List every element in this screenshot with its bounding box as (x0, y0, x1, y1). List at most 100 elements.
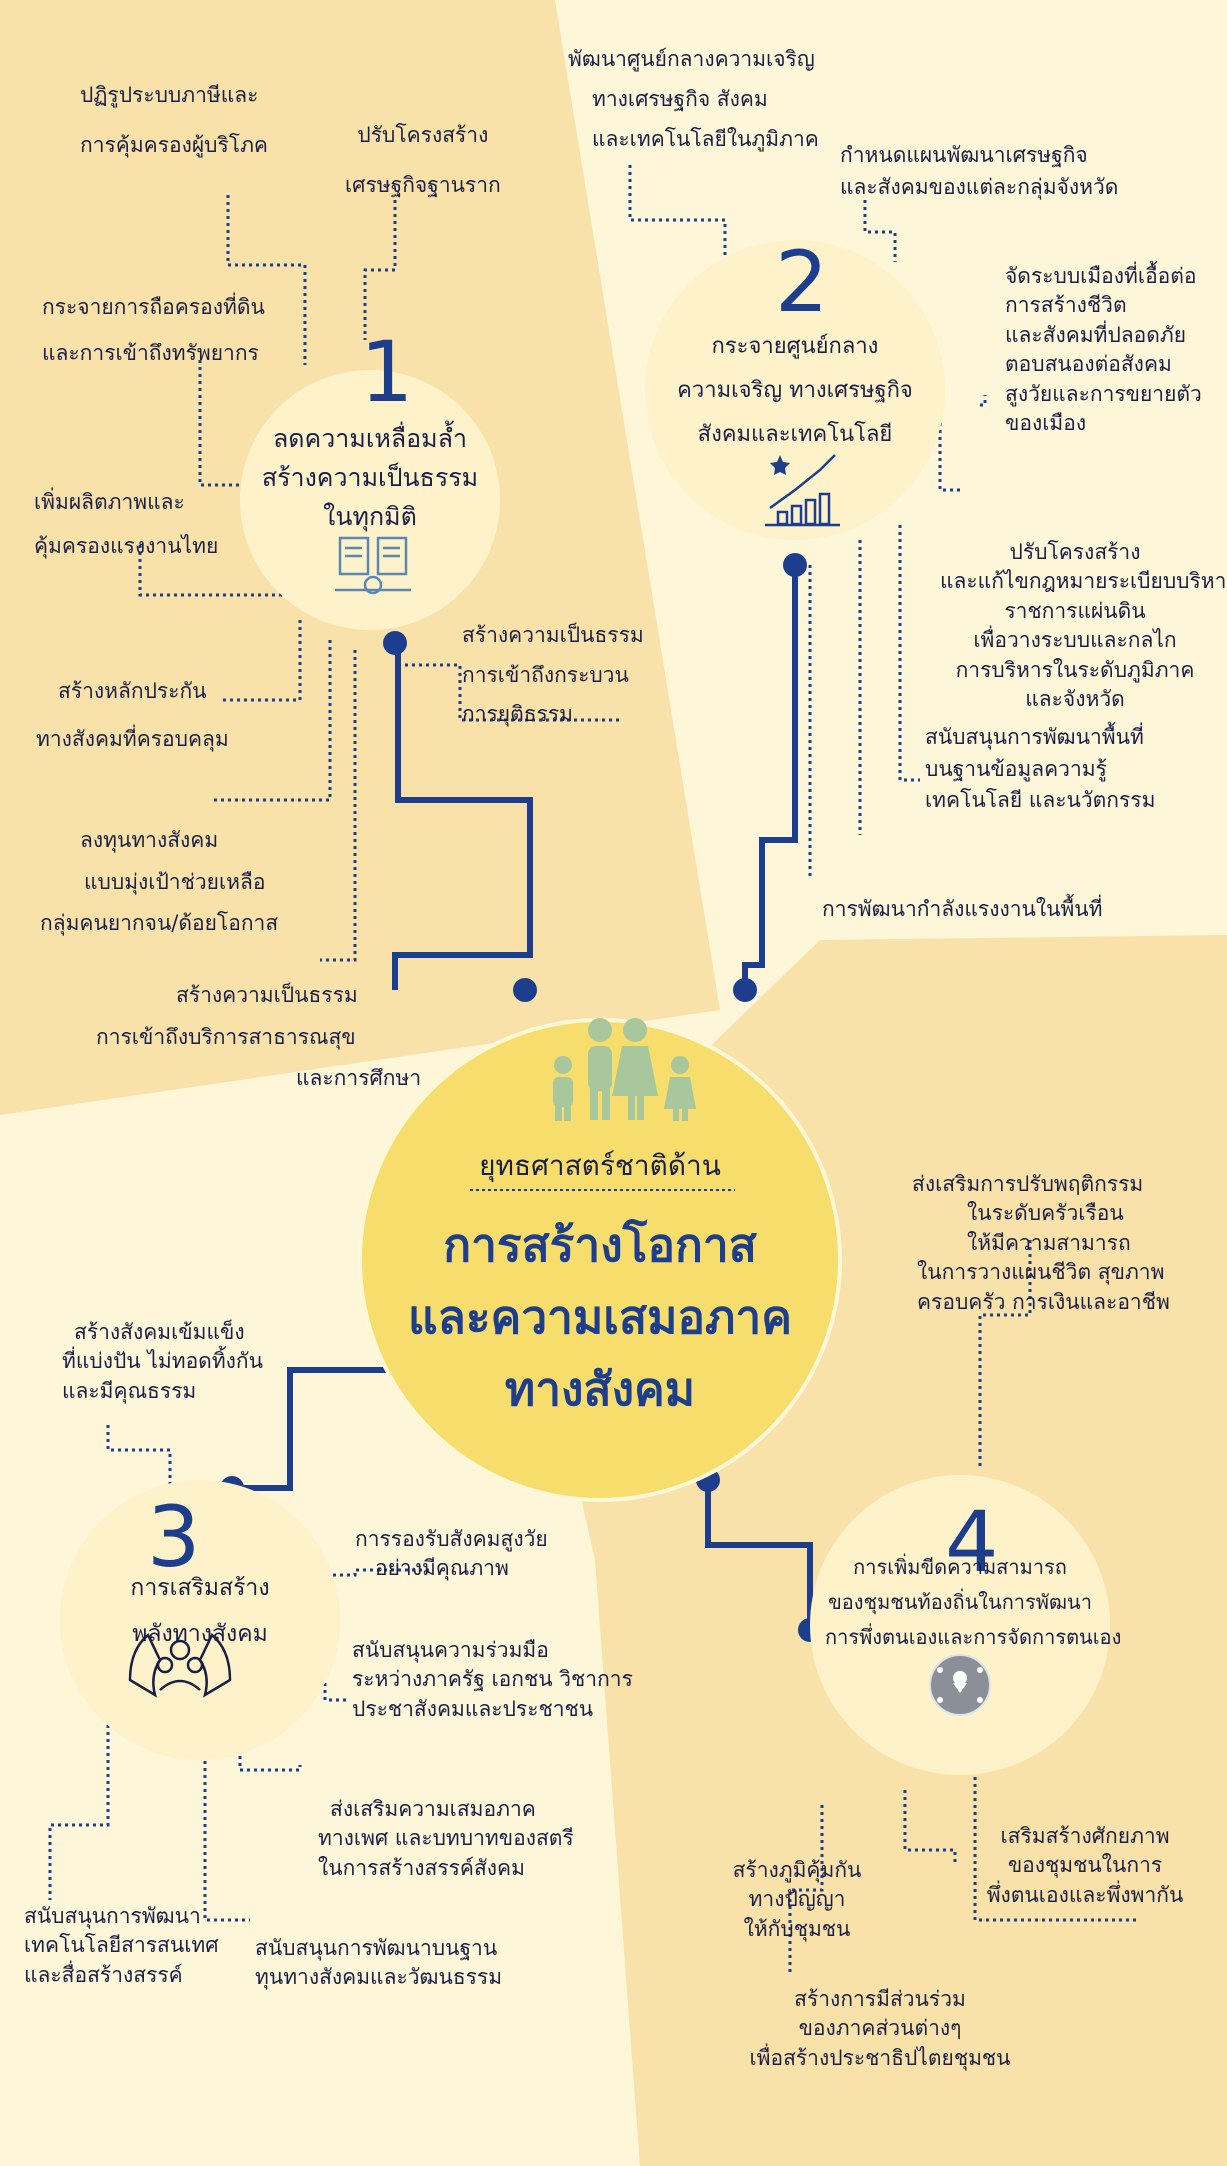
s1-item-6-line: สร้างหลักประกัน (58, 679, 207, 703)
s3-item-6-line: ทุนทางสังคมและวัฒนธรรม (255, 1965, 503, 1990)
s2-item-4-line: การบริหารในระดับภูมิภาค (955, 657, 1195, 682)
s2-title-line-2: ความเจริญ ทางเศรษฐกิจ (677, 378, 913, 403)
s1-circle (240, 370, 500, 630)
hub-subtitle: ยุทธศาสตร์ชาติด้าน (479, 1149, 721, 1182)
s3-item-1-line: ที่แบ่งปัน ไม่ทอดทิ้งกัน (62, 1349, 263, 1374)
s1-number: 1 (360, 323, 414, 421)
s1-item-7-line: ลงทุนทางสังคม (80, 828, 219, 852)
s2-item-4-line: และจังหวัด (1025, 686, 1125, 711)
s2-item-3: จัดระบบเมืองที่เอื้อต่อ การสร้างชีวิต แล… (1005, 262, 1202, 438)
s3-item-3: สนับสนุนความร่วมมือ ระหว่างภาครัฐ เอกชน … (352, 1636, 633, 1724)
s2-item-3-line: ตอบสนองต่อสังคม (1005, 352, 1172, 377)
s3-item-3-line: ระหว่างภาครัฐ เอกชน วิชาการ (352, 1667, 633, 1692)
s3-item-6-line: สนับสนุนการพัฒนาบนฐาน (255, 1936, 498, 1960)
s4-item-2-line: ให้กับชุมชน (743, 1916, 851, 1941)
hub-title-line-2: และความเสมอภาค (408, 1290, 792, 1344)
s1-item-4: เพิ่มผลิตภาพและ คุ้มครองแรงงานไทย (34, 487, 218, 562)
family-icon (553, 1018, 696, 1121)
s3-item-4: ส่งเสริมความเสมอภาค ทางเพศ และบทบาทของสต… (318, 1795, 574, 1883)
s1-item-6: สร้างหลักประกัน ทางสังคมที่ครอบคลุม (36, 676, 229, 755)
s4-item-1-line: ในระดับครัวเรือน (967, 1201, 1124, 1226)
growth-chart-icon (765, 454, 840, 527)
s2-item-5-line: บนฐานข้อมูลความรู้ (925, 756, 1107, 781)
s4-title-line-2: ของชุมชนท้องถิ่นในการพัฒนา (828, 1590, 1092, 1614)
s2-item-1-line: ทางเศรษฐกิจ สังคม (592, 86, 768, 111)
s1-item-1: ปฏิรูประบบภาษีและ การคุ้มครองผู้บริโภค (80, 80, 268, 161)
s2-item-5-line: เทคโนโลยี และนวัตกรรม (925, 788, 1156, 812)
s4-item-1-line: ครอบครัว การเงินและอาชีพ (917, 1289, 1170, 1314)
community-network-icon (929, 1654, 991, 1716)
s4-item-4-line: สร้างการมีส่วนร่วม (794, 1987, 966, 2011)
s3-item-2: การรองรับสังคมสูงวัย อย่างมีคุณภาพ (355, 1525, 548, 1584)
s4-item-4: สร้างการมีส่วนร่วม ของภาคส่วนต่างๆ เพื่อ… (720, 1985, 1040, 2073)
s4-item-1-line: ในการวางแผนชีวิต สุขภาพ (917, 1260, 1165, 1285)
s2-item-2-line: กำหนดแผนพัฒนาเศรษฐกิจ (840, 143, 1088, 167)
s1-item-3: กระจายการถือครองที่ดิน และการเข้าถึงทรัพ… (42, 292, 265, 369)
s3-item-5-line: สนับสนุนการพัฒนา (24, 1904, 201, 1928)
s2-item-3-line: สูงวัยและการขยายตัว (1005, 381, 1202, 406)
s2-item-4: ปรับโครงสร้าง และแก้ไขกฎหมายระเบียบบริหา… (940, 538, 1227, 714)
s3-item-1-line: สร้างสังคมเข้มแข็ง (74, 1320, 245, 1344)
s1-item-7-line: แบบมุ่งเป้าช่วยเหลือ (84, 869, 266, 894)
hub-circle (360, 1020, 840, 1500)
s3-item-3-line: สนับสนุนความร่วมมือ (352, 1638, 549, 1662)
s3-item-1: สร้างสังคมเข้มแข็ง ที่แบ่งปัน ไม่ทอดทิ้ง… (62, 1318, 263, 1406)
s4-item-1-line: ให้มีความสามารถ (967, 1230, 1131, 1255)
s1-item-1-line: การคุ้มครองผู้บริโภค (80, 132, 268, 157)
s2-item-4-line: ราชการแผ่นดิน (1004, 598, 1146, 623)
s2-item-1-line: พัฒนาศูนย์กลางความเจริญ (568, 47, 815, 71)
s2-item-3-line: และสังคมที่ปลอดภัย (1005, 322, 1187, 347)
s1-title-line-3: ในทุกมิติ (323, 501, 417, 531)
s2-title: กระจายศูนย์กลาง ความเจริญ ทางเศรษฐกิจ สั… (655, 325, 935, 457)
s1-item-2-line: เศรษฐกิจฐานราก (345, 172, 501, 197)
s4-item-2: สร้างภูมิคุ้มกัน ทางปัญญา ให้กับชุมชน (712, 1856, 882, 1944)
s3-title: การเสริมสร้าง พลังทางสังคม (90, 1565, 310, 1657)
s1-item-8: สร้างความเป็นธรรม การเข้าถึงบริการสาธารณ… (96, 980, 421, 1095)
s4-circle (810, 1475, 1110, 1775)
hub-title-line-3: ทางสังคม (504, 1362, 696, 1416)
s1-item-8-line: และการศึกษา (296, 1066, 422, 1090)
s2-item-4-line: เพื่อวางระบบและกลไก (973, 628, 1177, 653)
s1-item-7: ลงทุนทางสังคม แบบมุ่งเป้าช่วยเหลือ กลุ่ม… (40, 825, 278, 940)
s4-number: 4 (945, 1493, 999, 1591)
s2-item-2-line: และสังคมของแต่ละกลุ่มจังหวัด (840, 174, 1119, 199)
s2-item-1: พัฒนาศูนย์กลางความเจริญ ทางเศรษฐกิจ สังค… (568, 40, 819, 160)
s2-item-3-line: ของเมือง (1005, 410, 1087, 435)
s2-item-3-line: จัดระบบเมืองที่เอื้อต่อ (1005, 264, 1197, 288)
s2-item-3-line: การสร้างชีวิต (1005, 293, 1127, 318)
s1-item-5-line: การเข้าถึงกระบวน (462, 662, 629, 687)
s3-item-5-line: และสื่อสร้างสรรค์ (24, 1962, 183, 1987)
s1-item-8-line: สร้างความเป็นธรรม (176, 983, 358, 1007)
s2-item-6: การพัฒนากำลังแรงงานในพื้นที่ (822, 894, 1103, 926)
s1-item-2: ปรับโครงสร้าง เศรษฐกิจฐานราก (345, 120, 501, 201)
s2-number: 2 (775, 233, 829, 331)
s4-item-1-line: ส่งเสริมการปรับพฤติกรรม (912, 1172, 1144, 1196)
s1-item-3-line: กระจายการถือครองที่ดิน (42, 295, 265, 319)
s3-item-4-line: ทางเพศ และบทบาทของสตรี (318, 1826, 574, 1851)
s2-title-line-3: สังคมและเทคโนโลยี (697, 422, 893, 447)
hub-title-line-1: การสร้างโอกาส (443, 1218, 757, 1272)
s3-number: 3 (147, 1488, 201, 1586)
s4-item-3-line: พึ่งตนเองและพึ่งพากัน (986, 1882, 1184, 1907)
hands-people-icon (128, 1633, 232, 1698)
connector-dots (220, 553, 822, 1642)
s2-item-1-line: และเทคโนโลยีในภูมิภาค (592, 126, 819, 151)
s1-item-3-line: และการเข้าถึงทรัพยากร (42, 340, 259, 365)
s3-title-line-1: การเสริมสร้าง (130, 1575, 270, 1601)
s3-item-4-line: ในการสร้างสรรค์สังคม (318, 1855, 525, 1880)
s1-item-2-line: ปรับโครงสร้าง (357, 123, 489, 147)
s4-item-1: ส่งเสริมการปรับพฤติกรรม ในระดับครัวเรือน… (912, 1170, 1170, 1317)
s2-item-5: สนับสนุนการพัฒนาพื้นที่ บนฐานข้อมูลความร… (925, 722, 1155, 817)
s4-item-3: เสริมสร้างศักยภาพ ของชุมชนในการ พึ่งตนเอ… (965, 1822, 1205, 1910)
hub-block: ยุทธศาสตร์ชาติด้าน การสร้างโอกาส และความ… (360, 1130, 840, 1430)
s4-item-4-line: ของภาคส่วนต่างๆ (798, 2016, 962, 2041)
s1-item-6-line: ทางสังคมที่ครอบคลุม (36, 726, 229, 751)
s1-item-5-line: สร้างความเป็นธรรม (462, 623, 644, 647)
s1-title-line-2: สร้างความเป็นธรรม (261, 462, 479, 492)
s3-item-6: สนับสนุนการพัฒนาบนฐาน ทุนทางสังคมและวัฒน… (255, 1934, 502, 1993)
s3-item-4-line: ส่งเสริมความเสมอภาค (330, 1797, 536, 1821)
s4-item-3-line: ของชุมชนในการ (1007, 1853, 1163, 1878)
s4-item-2-line: ทางปัญญา (748, 1887, 846, 1912)
s2-item-4-line: และแก้ไขกฎหมายระเบียบบริหาร (940, 569, 1227, 594)
s1-title-line-1: ลดความเหลื่อมล้ำ (272, 424, 468, 453)
